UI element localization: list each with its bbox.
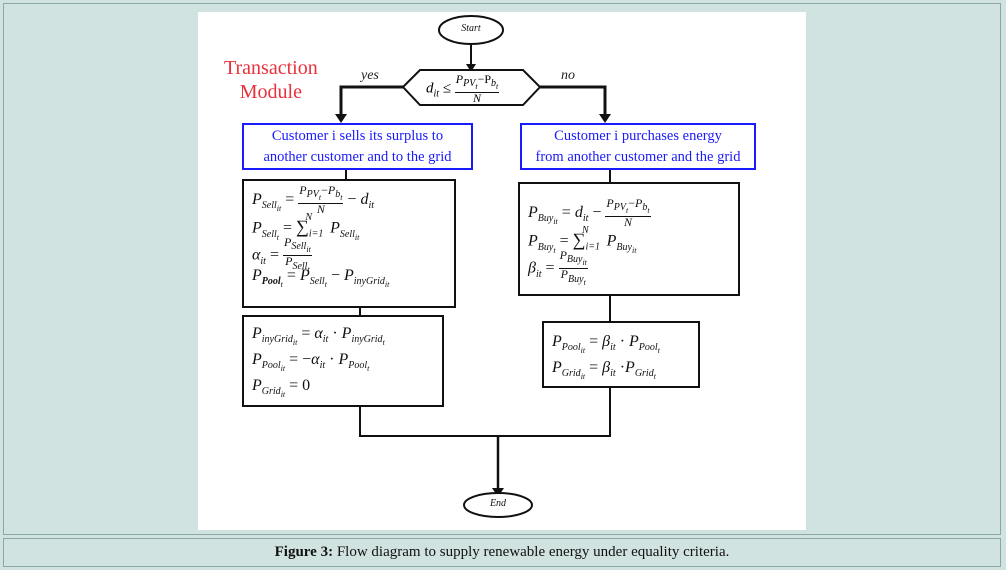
purchase-energy-box: Customer i purchases energy from another… bbox=[520, 123, 756, 170]
decision-num-subsub: t bbox=[475, 82, 478, 92]
diagram-connectors bbox=[335, 15, 611, 518]
purchase-box-line1: Customer i purchases energy bbox=[554, 128, 722, 144]
decision-num-sub2: b bbox=[491, 78, 497, 90]
eq-p-pool-it-left: PPoolit = −αit · PPoolt bbox=[252, 351, 370, 374]
decision-lhs: d bbox=[426, 80, 434, 97]
eq-p-pool-t: PPoolt = PSellt − PinyGridit bbox=[252, 267, 390, 290]
caption-label: Figure 3: bbox=[274, 544, 334, 560]
decision-num-subsub2: t bbox=[496, 82, 499, 92]
end-terminal bbox=[463, 492, 533, 518]
decision-num-sub: PV bbox=[463, 78, 476, 90]
eq-p-pool-it-right: PPoolit = βit · PPoolt bbox=[552, 333, 660, 356]
eq-p-grid-it-left: PGridit = 0 bbox=[252, 377, 311, 400]
yes-label: yes bbox=[361, 68, 379, 83]
decision-lhs-sub: it bbox=[433, 88, 440, 100]
decision-num-minus: −P bbox=[477, 72, 492, 86]
decision-operator: ≤ bbox=[442, 80, 452, 97]
module-label-line2: Module bbox=[239, 81, 302, 103]
no-label: no bbox=[561, 68, 575, 83]
eq-p-buy-t: PBuyt = ∑i=1NPBuyit bbox=[528, 225, 637, 255]
sell-box-line2: another customer and to the grid bbox=[263, 149, 452, 165]
end-label: End bbox=[489, 498, 507, 509]
outer-frame bbox=[3, 3, 1001, 535]
decision-fraction: PPVt−Pbt N bbox=[454, 72, 500, 106]
transaction-module-label: Transaction Module bbox=[224, 56, 318, 104]
caption-text: Flow diagram to supply renewable energy … bbox=[333, 544, 730, 560]
right-merge-line bbox=[498, 388, 611, 437]
no-branch-line bbox=[540, 85, 607, 116]
pool-grid-equations-box: PPoolit = βit · PPoolt PGridit = βit ·PG… bbox=[542, 321, 700, 388]
start-label: Start bbox=[461, 23, 481, 34]
yes-branch-arrowhead bbox=[335, 114, 347, 123]
sell-surplus-box: Customer i sells its surplus to another … bbox=[242, 123, 473, 170]
left-merge-line bbox=[359, 407, 498, 437]
eq-p-sell-t: PSellt = ∑i=1NPSellit bbox=[252, 212, 360, 242]
sell-box-line1: Customer i sells its surplus to bbox=[271, 128, 444, 144]
decision-expression: dit ≤ PPVt−Pbt N bbox=[426, 72, 500, 106]
figure-caption: Figure 3: Flow diagram to supply renewab… bbox=[3, 538, 1001, 567]
no-branch-arrowhead bbox=[599, 114, 611, 123]
purchase-box-line2: from another customer and the grid bbox=[535, 149, 741, 165]
yes-branch-line bbox=[339, 85, 403, 116]
eq-p-inygrid-it: PinyGridit = αit · PinyGridt bbox=[252, 325, 385, 348]
decision-num: P bbox=[455, 72, 464, 86]
injection-equations-box: PinyGridit = αit · PinyGridt PPoolit = −… bbox=[242, 315, 444, 407]
flow-diagram: Start End Transaction Module yes no dit … bbox=[198, 12, 806, 530]
start-to-decision-arrowhead bbox=[466, 64, 476, 72]
module-label-line1: Transaction bbox=[224, 57, 318, 79]
eq-p-grid-it-right: PGridit = βit ·PGridt bbox=[552, 359, 656, 382]
decision-den: N bbox=[473, 91, 482, 106]
